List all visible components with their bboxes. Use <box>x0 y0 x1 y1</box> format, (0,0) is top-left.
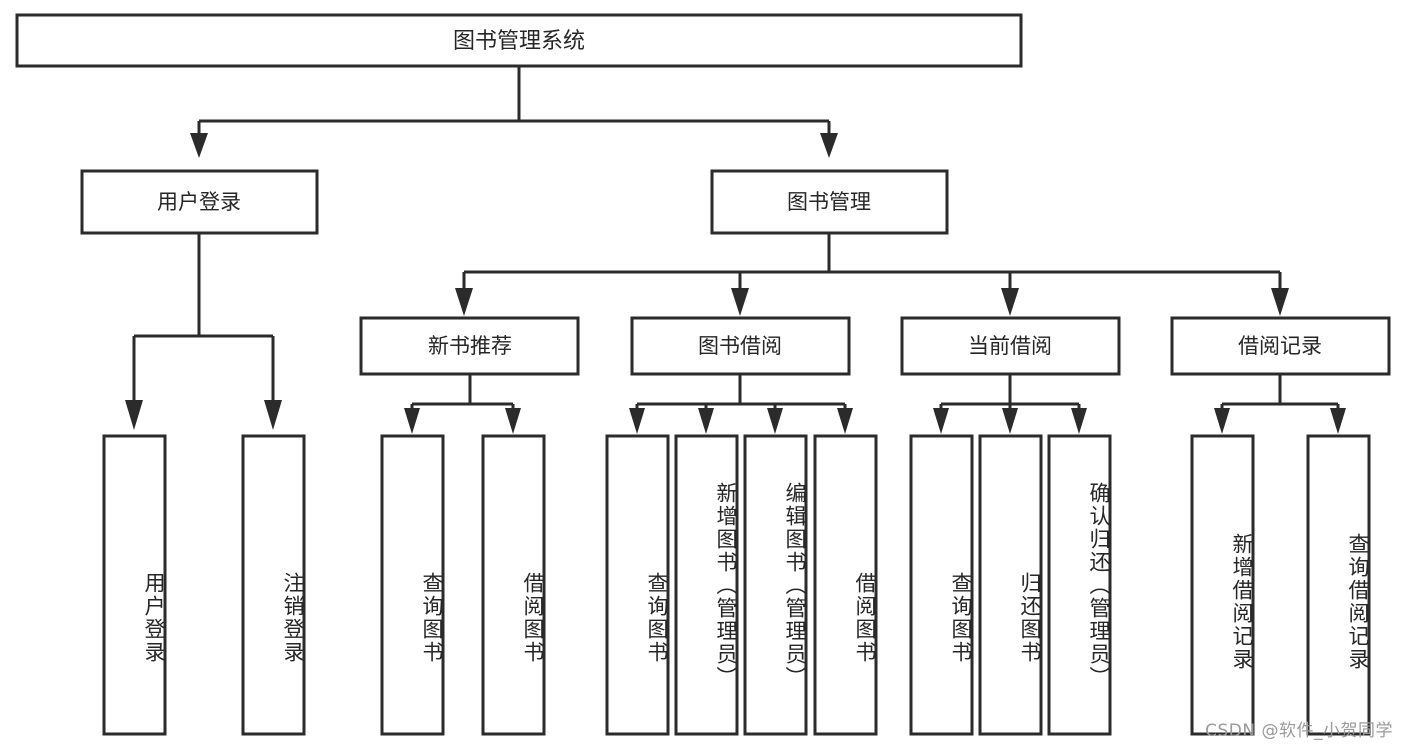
node-borrow[interactable]: 图书借阅 <box>630 316 851 376</box>
node-bookmgmt[interactable]: 图书管理 <box>710 169 949 235</box>
node-records-label: 借阅记录 <box>1238 334 1322 358</box>
arrow-borrow-leaf-5 <box>629 408 645 434</box>
node-recommend-label: 新书推荐 <box>428 334 512 358</box>
node-leaf-2-box[interactable] <box>241 434 306 736</box>
node-login[interactable]: 用户登录 <box>80 169 319 235</box>
arrow-current-leaf-11 <box>1071 408 1087 434</box>
arrow-current-leaf-9 <box>933 408 949 434</box>
connector-group-bookmgmt <box>455 233 1289 316</box>
node-leaf-6-box[interactable] <box>674 434 739 736</box>
node-leaf-12-box[interactable] <box>1190 434 1255 736</box>
arrow-records-leaf-12 <box>1214 408 1230 434</box>
node-current[interactable]: 当前借阅 <box>900 316 1121 376</box>
node-leaf-10-box[interactable] <box>978 434 1043 736</box>
arrow-root-to-bookmgmt <box>820 133 838 158</box>
node-leaf-13-box[interactable] <box>1306 434 1371 736</box>
connector-group-borrow <box>629 374 853 434</box>
arrow-borrow-leaf-8 <box>837 408 853 434</box>
arrow-recommend-leaf-4 <box>505 408 521 434</box>
node-current-label: 当前借阅 <box>968 334 1052 358</box>
leaf-boxes <box>102 434 1371 736</box>
arrow-records-leaf-13 <box>1330 408 1346 434</box>
node-leaf-1-box[interactable] <box>102 434 167 736</box>
connector-group-recommend <box>404 374 521 434</box>
arrow-recommend-leaf-3 <box>404 408 420 434</box>
arrow-borrow-leaf-7 <box>767 408 783 434</box>
connector-group-current <box>933 374 1087 434</box>
node-root-box[interactable] <box>15 13 1023 68</box>
arrow-bookmgmt-borrow <box>731 288 749 316</box>
node-login-label: 用户登录 <box>157 190 241 214</box>
arrow-login-leaf-2 <box>264 400 282 430</box>
node-leaf-7-box[interactable] <box>743 434 808 736</box>
csdn-watermark: CSDN @软件_小贺同学 <box>1205 721 1393 741</box>
arrow-bookmgmt-records <box>1271 288 1289 316</box>
node-records[interactable]: 借阅记录 <box>1170 316 1391 376</box>
arrow-bookmgmt-recommend <box>455 288 473 316</box>
node-recommend[interactable]: 新书推荐 <box>359 316 580 376</box>
node-leaf-9-box[interactable] <box>909 434 974 736</box>
arrow-login-leaf-1 <box>125 400 143 430</box>
node-recommend-box[interactable] <box>359 316 580 376</box>
node-leaf-11-box[interactable] <box>1047 434 1112 736</box>
node-borrow-box[interactable] <box>630 316 851 376</box>
node-leaf-8-box[interactable] <box>813 434 878 736</box>
node-leaf-5-box[interactable] <box>605 434 670 736</box>
node-root[interactable]: 图书管理系统 <box>15 13 1023 68</box>
arrow-bookmgmt-current <box>1001 288 1019 316</box>
node-leaf-4-box[interactable] <box>481 434 546 736</box>
node-login-box[interactable] <box>80 169 319 235</box>
node-current-box[interactable] <box>900 316 1121 376</box>
node-records-box[interactable] <box>1170 316 1391 376</box>
node-root-label: 图书管理系统 <box>453 29 585 54</box>
connector-group-records <box>1214 374 1346 434</box>
connector-group-root <box>190 66 838 158</box>
node-bookmgmt-label: 图书管理 <box>787 190 871 214</box>
arrow-current-leaf-10 <box>1002 408 1018 434</box>
arrow-borrow-leaf-6 <box>698 408 714 434</box>
node-leaf-3-box[interactable] <box>380 434 445 736</box>
arrow-root-to-login <box>190 133 208 158</box>
node-borrow-label: 图书借阅 <box>698 334 782 358</box>
connector-group-login <box>125 233 282 430</box>
node-bookmgmt-box[interactable] <box>710 169 949 235</box>
